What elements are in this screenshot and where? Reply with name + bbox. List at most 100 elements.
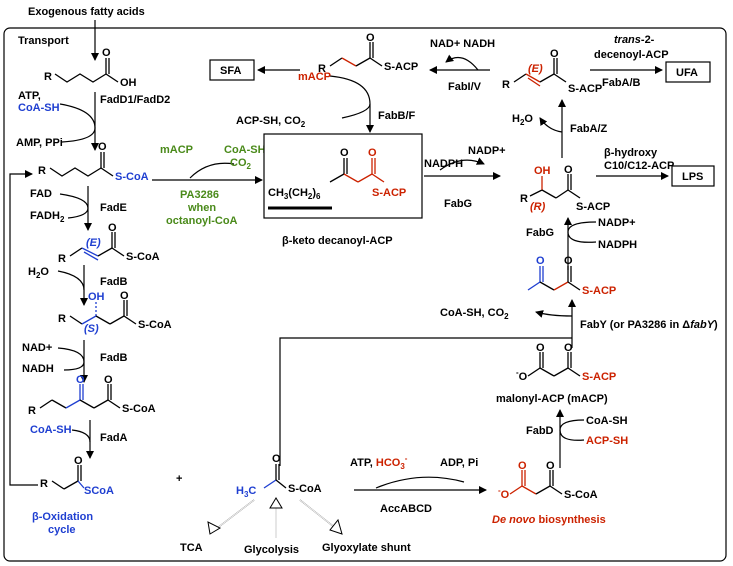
h2o-label: H2O [28,266,49,280]
cycle-return-arrow [9,170,38,486]
sfa-label: SFA [220,65,241,77]
denovo-label: De novo biosynthesis [492,514,606,526]
s-label: (S) [84,323,99,335]
acyl-acp-structure: R O S-ACP [318,32,418,75]
fabg-right-label: FabG [526,227,554,239]
svg-text:R: R [38,165,46,177]
svg-text:R: R [58,313,66,325]
malonyl-scoa: S-CoA [564,489,598,501]
svg-text:O: O [120,290,129,302]
trans-label-l2: decenoyl-ACP [594,49,669,61]
fabbf-label: FabB/F [378,110,416,122]
nadph-label: NADPH [424,158,463,170]
cycle-label: cycle [48,524,76,536]
fadd-label: FadD1/FadD2 [100,94,170,106]
hydroxyacyl-coa-structure: R OH (S) O S-CoA [58,290,172,335]
oh-acid-label: OH [120,77,137,89]
macp-top-label: mACP [298,71,331,83]
fabd-label: FabD [526,425,554,437]
glyoxylate-arrowhead [329,518,343,535]
glyoxylate-arrow-inner [299,499,339,531]
transport-label: Transport [18,35,69,47]
acetoacetyl-acp-structure: O O S-ACP [527,255,616,297]
e-label: (E) [86,237,101,249]
hydroxy-l2: C10/C12-ACP [604,160,674,172]
coash-co2-label: CoA-SH, CO2 [440,307,509,321]
fabd-coash-label: CoA-SH [586,415,628,427]
nadh-label: NADH [22,363,54,375]
fadb1-side-arrow [57,270,85,291]
trans-label-l1: trans-2- [614,34,655,46]
fabd-side-arrow [559,419,585,441]
exogenous-label: Exogenous fatty acids [28,6,145,18]
fatty-acid-structure: R O OH [44,47,137,89]
svg-text:R: R [520,193,528,205]
pa3286-label: PA3286 [180,189,219,201]
svg-text:O: O [564,255,573,267]
tca-label: TCA [180,542,203,554]
svg-text:O: O [518,460,527,472]
svg-text:O: O [98,141,107,153]
fada-label: FadA [100,432,128,444]
fadb2-side-arrow [57,347,85,371]
ufa-label: UFA [676,67,698,79]
svg-text:O: O [564,164,573,176]
tca-arrowhead [207,521,222,535]
svg-text:O: O [340,147,349,159]
svg-text:O: O [564,342,573,354]
top-e-label: (E) [528,63,543,75]
svg-text:S-ACP: S-ACP [576,201,610,213]
keto-sacp-label: S-ACP [372,187,406,199]
adp-pi-label: ADP, Pi [440,457,478,469]
svg-text:R: R [40,478,48,490]
sfa-box [209,59,255,81]
hydroxy-l1: β-hydroxy [604,147,658,159]
svg-text:S-CoA: S-CoA [126,251,160,263]
acetyl-scoa: S-CoA [288,483,322,495]
fadb2-label: FadB [100,352,128,364]
atp-hco3-label: ATP, HCO3- [350,454,408,471]
lps-label: LPS [682,171,703,183]
nad-label: NAD+ [22,342,52,354]
accabcd-side-arrow [375,476,465,489]
keto-formula: CH3(CH2)6 [268,187,321,201]
when-label: when [187,202,216,214]
amp-label: AMP, PPi [16,137,63,149]
svg-text:O: O [550,48,559,60]
outer-frame [3,27,727,562]
keto-name: β-keto decanoyl-ACP [282,235,393,247]
svg-text:R: R [58,253,66,265]
beta-oxidation-label: β-Oxidation [32,511,93,523]
fada-side-arrow [71,429,91,443]
svg-text:R: R [318,63,326,75]
right-nadph-label: NADPH [598,239,637,251]
hydroxyacyl-acp-structure: R OH (R) O S-ACP [520,164,610,213]
fabg-center-label: FabG [444,198,472,210]
macp-green-label: mACP [160,144,193,156]
decenoyl-acp-structure: R (E) O S-ACP [502,48,602,95]
acetoacetyl-sacp: S-ACP [582,285,616,297]
svg-text:-O: -O [498,486,510,501]
shortened-acyl-coa: R O SCoA [40,455,114,497]
fada-coash-label: CoA-SH [30,424,72,436]
fabaz-label: FabA/Z [570,123,608,135]
svg-text:O: O [272,453,281,465]
svg-text:O: O [368,147,377,159]
plus-sign: + [176,473,182,485]
coash-co2-green-l2: CO2 [230,157,252,171]
fabaz-side-arrow [539,117,563,133]
tca-arrow-inner [211,499,255,533]
fabab-label: FabA/B [602,77,641,89]
acetyl-coa-to-faby [279,337,572,466]
malonyl-acp-name: malonyl-ACP (mACP) [496,393,608,405]
malonyl-acp-structure: -O O O S-ACP [516,342,616,383]
keto-decanoyl-box [263,133,423,219]
fadh2-label: FADH2 [30,210,65,224]
svg-text:O: O [104,374,113,386]
svg-text:O: O [536,255,545,267]
svg-text:R: R [502,79,510,91]
svg-text:O: O [546,460,555,472]
enoyl-coa-structure: R (E) O S-CoA [58,222,160,265]
